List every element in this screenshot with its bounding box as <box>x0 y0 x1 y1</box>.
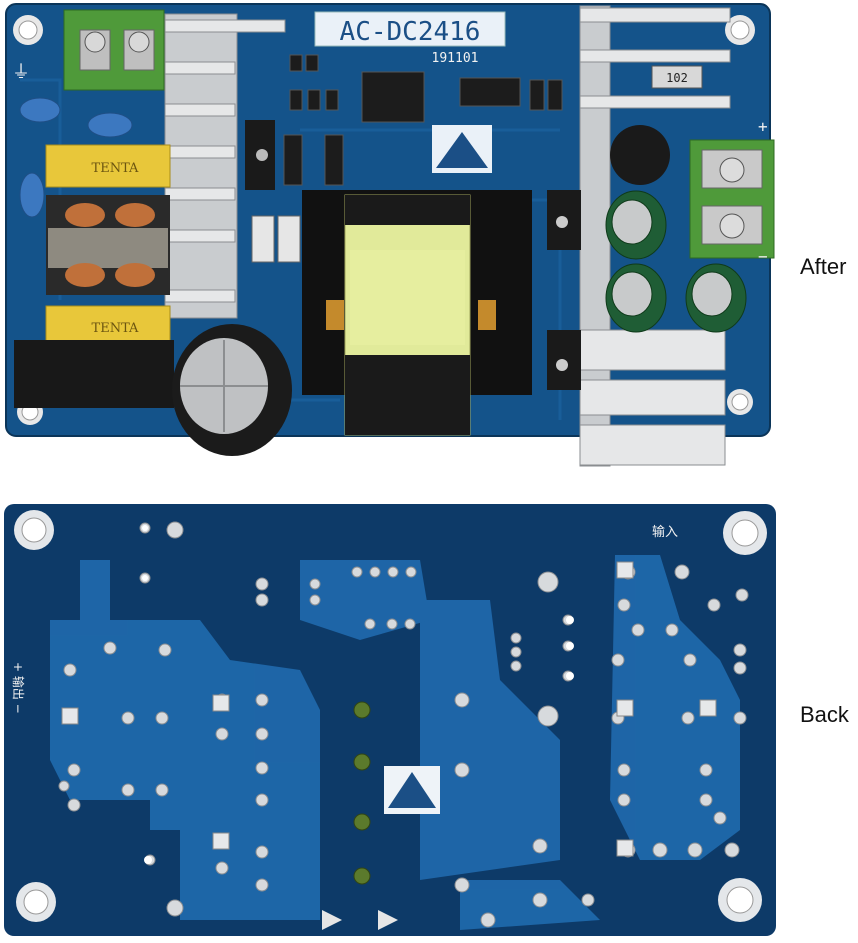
board-back-photo: 输入 + 输出 − <box>4 504 776 936</box>
bulk-capacitor <box>172 324 292 456</box>
right-heatsink <box>547 5 731 467</box>
output-label: + 输出 − <box>11 662 26 714</box>
esd-logo-icon <box>432 125 492 173</box>
after-label: After <box>800 254 847 279</box>
svg-text:102: 102 <box>666 71 688 85</box>
esd-logo-icon-back <box>384 766 440 814</box>
svg-text:TENTA: TENTA <box>92 321 139 336</box>
resistor-102: 102 <box>651 65 703 89</box>
output-capacitors <box>605 190 747 333</box>
back-label: Back <box>800 702 849 727</box>
bridge-rectifier <box>14 340 174 408</box>
input-terminal-block <box>63 9 165 91</box>
transformer <box>302 190 532 436</box>
model-text: AC-DC2416 <box>340 17 481 47</box>
plus-mark: + <box>758 117 768 136</box>
ground-icon: ⏚ <box>12 62 30 83</box>
mounting-hole-icon <box>14 510 767 922</box>
date-code: 191101 <box>432 51 479 66</box>
x-capacitor: TENTA TENTA <box>45 144 171 347</box>
minus-mark: − <box>758 247 768 266</box>
output-inductor <box>610 125 670 185</box>
model-label: AC-DC2416 191101 <box>314 11 506 66</box>
svg-text:TENTA: TENTA <box>92 161 139 176</box>
common-mode-choke <box>46 195 170 295</box>
board-top-photo: AC-DC2416 191101 TENTA TENTA <box>5 3 775 467</box>
output-terminal-block <box>689 139 775 259</box>
input-label: 输入 <box>652 524 678 540</box>
